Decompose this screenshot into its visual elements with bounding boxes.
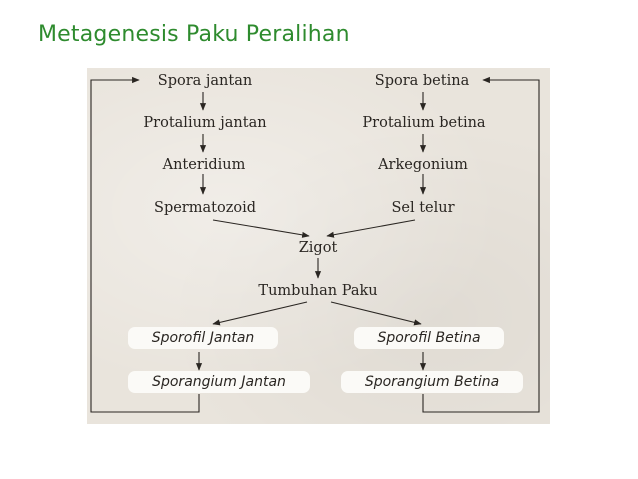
node-protalium-betina: Protalium betina <box>362 115 486 131</box>
node-sporofil-betina: Sporofil Betina <box>377 330 481 346</box>
node-sporofil-jantan: Sporofil Jantan <box>151 330 255 346</box>
arrow-sel-telur-to-zigot <box>326 219 416 238</box>
arrow-tumbuhan-to-sporofil-jantan <box>212 301 308 326</box>
paper-patch-sporangium-betina <box>341 371 523 393</box>
node-arkegonium: Arkegonium <box>378 157 468 173</box>
diagram-photo: Spora jantan Spora betina Protalium jant… <box>87 68 550 424</box>
node-anteridium: Anteridium <box>162 157 246 173</box>
arrow-tumbuhan-to-sporofil-betina <box>330 301 422 326</box>
paper-patch-sporofil-betina <box>354 327 504 349</box>
node-protalium-jantan: Protalium jantan <box>143 115 267 131</box>
node-spora-jantan: Spora jantan <box>157 73 253 89</box>
node-spermatozoid: Spermatozoid <box>154 200 256 216</box>
node-tumbuhan-paku: Tumbuhan Paku <box>258 283 378 299</box>
arrow-spermatozoid-to-zigot <box>212 219 310 238</box>
node-sporangium-jantan: Sporangium Jantan <box>152 374 286 390</box>
flow-arrows <box>90 76 540 413</box>
slide-title: Metagenesis Paku Peralihan <box>38 22 350 47</box>
loop-left <box>90 76 200 413</box>
node-spora-betina: Spora betina <box>374 73 470 89</box>
node-sel-telur: Sel telur <box>391 200 455 216</box>
paper-patch-sporangium-jantan <box>128 371 310 393</box>
node-zigot: Zigot <box>298 240 338 256</box>
loop-right <box>422 76 540 413</box>
paper-patch-sporofil-jantan <box>128 327 278 349</box>
node-sporangium-betina: Sporangium Betina <box>364 374 500 390</box>
